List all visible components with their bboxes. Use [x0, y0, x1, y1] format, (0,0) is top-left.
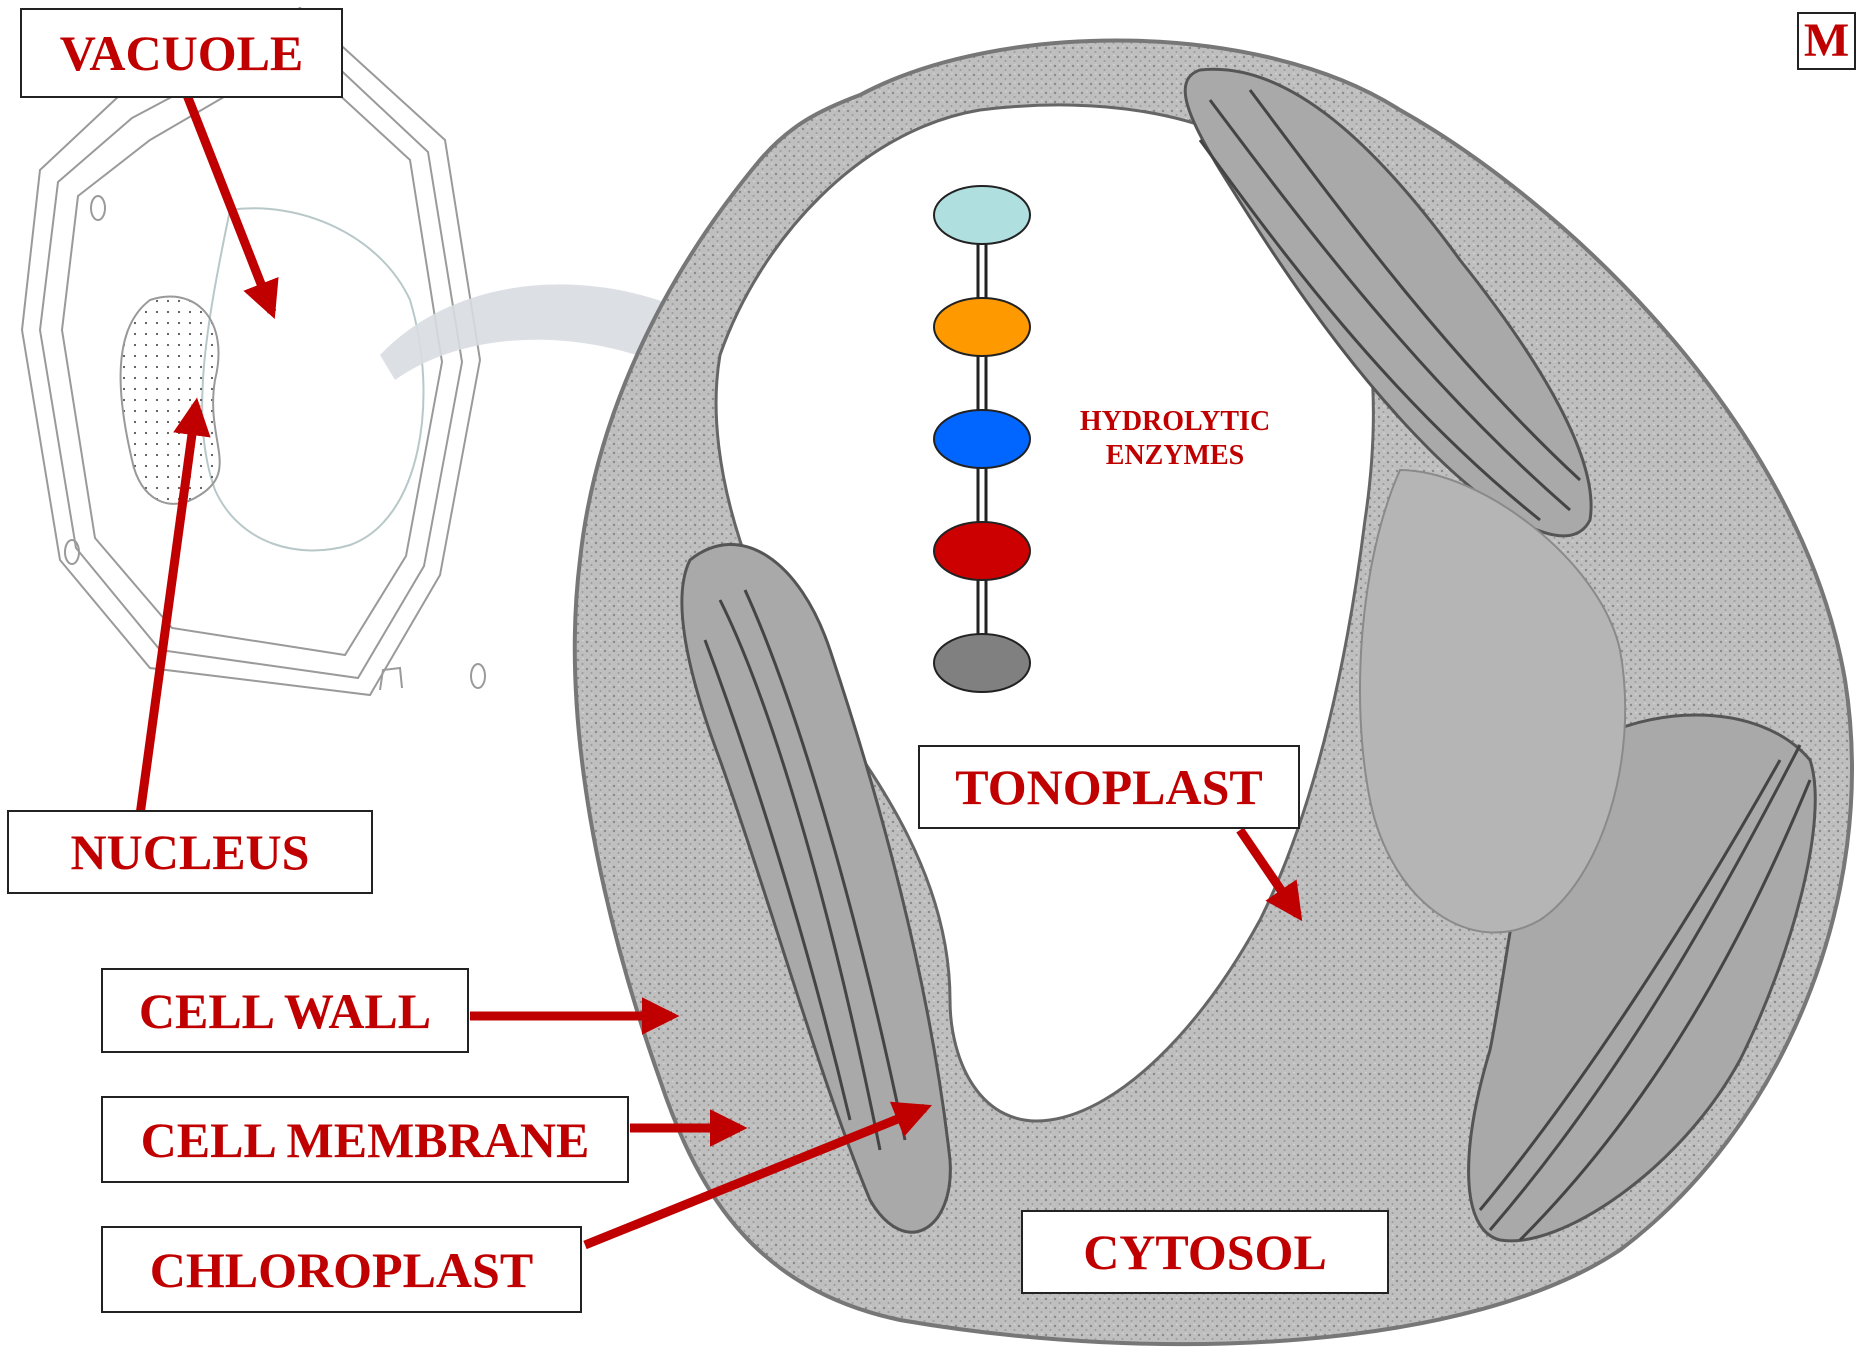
plasmodesma-2: [65, 540, 79, 564]
enzyme-bead: [934, 522, 1030, 580]
chloroplast-label: CHLOROPLAST: [101, 1226, 582, 1313]
cell-membrane-label: CELL MEMBRANE: [101, 1096, 629, 1183]
plasmodesma-3: [471, 664, 485, 688]
nucleus-label: NUCLEUS: [7, 810, 373, 894]
enzyme-bead: [934, 634, 1030, 692]
enzyme-bead: [934, 186, 1030, 244]
hydrolytic-enzymes-label: HYDROLYTIC ENZYMES: [1040, 405, 1310, 473]
vacuole-outline: [202, 208, 423, 550]
enzymes-line-1: HYDROLYTIC: [1040, 405, 1310, 439]
micrograph-cell: [575, 40, 1852, 1344]
tonoplast-label: TONOPLAST: [918, 745, 1300, 829]
enzymes-line-2: ENZYMES: [1040, 439, 1310, 473]
plasmodesma-1: [91, 196, 105, 220]
cell-notch: [380, 668, 402, 690]
vacuole-label: VACUOLE: [20, 8, 343, 98]
cytosol-label: CYTOSOL: [1021, 1210, 1389, 1294]
vacuole-arrow: [185, 90, 272, 312]
corner-mark: M: [1797, 12, 1856, 70]
cell-wall-label: CELL WALL: [101, 968, 469, 1053]
enzyme-bead: [934, 410, 1030, 468]
nucleus-outline: [121, 297, 220, 504]
enzyme-bead: [934, 298, 1030, 356]
